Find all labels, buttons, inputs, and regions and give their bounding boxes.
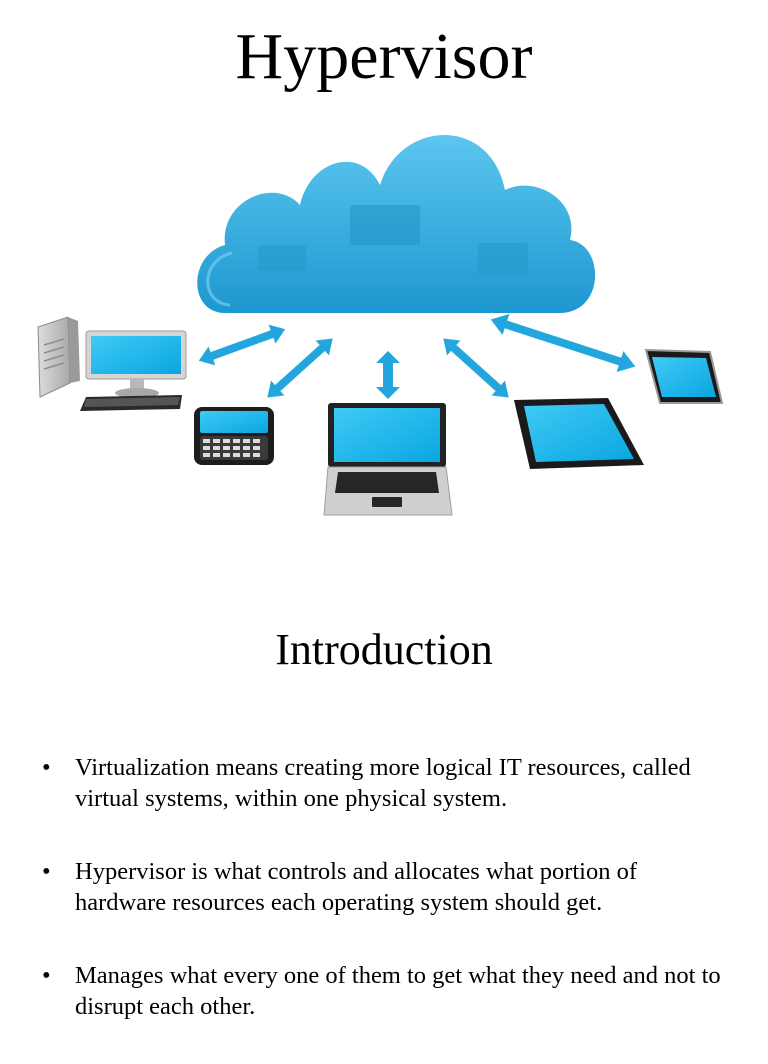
bidirectional-arrow-icon <box>198 313 636 399</box>
list-item: • Hypervisor is what controls and alloca… <box>42 856 732 918</box>
list-item: • Manages what every one of them to get … <box>42 960 732 1022</box>
bullet-text: Hypervisor is what controls and allocate… <box>75 858 638 916</box>
cloud-icon <box>197 135 596 313</box>
desktop-computer-icon <box>37 316 187 411</box>
bullet-glyph: • <box>42 962 51 989</box>
section-heading: Introduction <box>275 625 493 674</box>
bullet-text: Manages what every one of them to get wh… <box>75 962 721 1020</box>
laptop-icon <box>323 403 453 516</box>
bullet-glyph: • <box>42 754 51 781</box>
list-item: • Virtualization means creating more log… <box>42 752 732 814</box>
phone-icon <box>644 348 724 404</box>
slide-title: Hypervisor <box>235 20 533 93</box>
bullet-list: • Virtualization means creating more log… <box>42 752 732 1064</box>
bullet-text: Virtualization means creating more logic… <box>75 754 691 812</box>
smartphone-icon <box>194 407 274 465</box>
cloud-computing-illustration <box>37 135 724 516</box>
bullet-glyph: • <box>42 858 51 885</box>
tablet-icon <box>514 398 644 469</box>
